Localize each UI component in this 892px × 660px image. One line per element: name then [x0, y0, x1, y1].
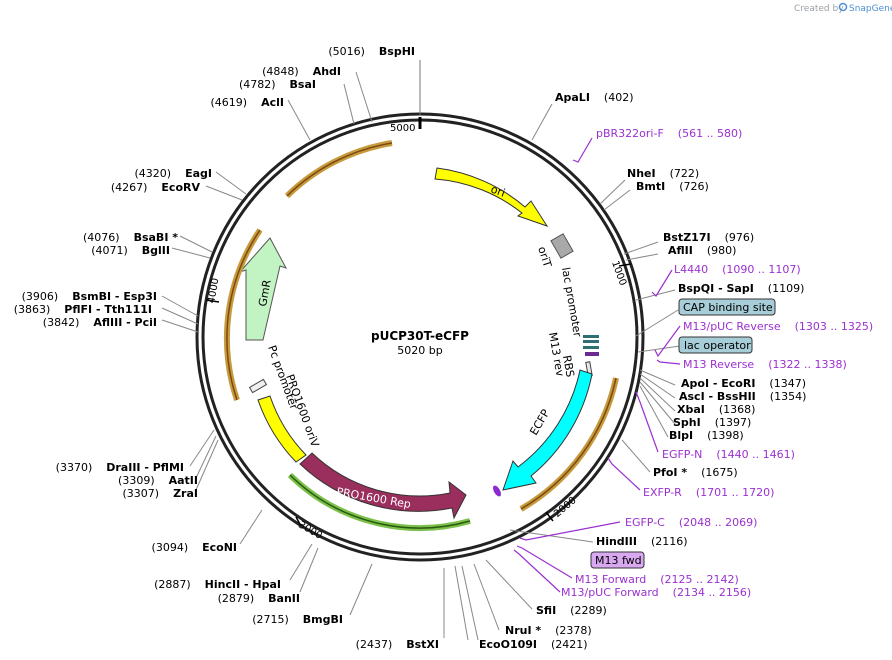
ori-arrow[interactable]: [434, 167, 549, 227]
site-ahdi[interactable]: (4848)AhdI: [262, 65, 341, 78]
snapgene-logo-icon: [838, 2, 848, 12]
site-acli[interactable]: (4619)AclI: [211, 96, 284, 109]
primer-pbr322ori-f[interactable]: pBR322ori-F(561 .. 580): [596, 127, 742, 140]
site-xbai[interactable]: XbaI(1368): [677, 403, 755, 416]
pro1600-rep-arrow[interactable]: [299, 452, 467, 520]
site-hincii-hpai[interactable]: (2887)HincII - HpaI: [154, 578, 281, 591]
site-hindiii[interactable]: HindIII(2116): [596, 535, 688, 548]
orit-box[interactable]: [550, 233, 574, 259]
site-asci-bsshii[interactable]: AscI - BssHII(1354): [679, 390, 806, 403]
site-draiii-pflmi[interactable]: (3370)DraIII - PflMI: [56, 461, 184, 474]
primer-m13-puc-forward[interactable]: M13/pUC Forward(2134 .. 2156): [561, 586, 751, 599]
site-bmti[interactable]: BmtI(726): [636, 180, 709, 193]
plasmid-name: pUCP30T-eCFP: [371, 329, 469, 343]
cap-site-mark[interactable]: [583, 340, 599, 343]
site-zrai[interactable]: (3307)ZraI: [123, 487, 199, 500]
m13-fwd-label: M13 fwd: [595, 554, 642, 567]
cap-binding-site-box[interactable]: [678, 298, 776, 316]
site-bsmbi-esp3i[interactable]: (3906)BsmBI - Esp3I: [22, 290, 157, 303]
site-bglii[interactable]: (4071)BglII: [91, 244, 170, 257]
site-nhei[interactable]: NheI(722): [627, 167, 699, 180]
site-apali[interactable]: ApaLI(402): [555, 91, 634, 104]
lac-promoter-label: lac promoter: [559, 266, 584, 338]
lac-operator-box[interactable]: [678, 336, 753, 354]
site-bspqi-sapi[interactable]: BspQI - SapI(1109): [678, 282, 804, 295]
tick-mark-4000: [205, 299, 220, 303]
ecfp-arrow[interactable]: [502, 369, 593, 491]
site-bsabi[interactable]: (4076)BsaBI *: [83, 231, 178, 244]
egfp-c-mark[interactable]: [491, 484, 502, 497]
gmr-label: GmR: [256, 278, 274, 307]
primer-egfp-n[interactable]: EGFP-N(1440 .. 1461): [662, 448, 795, 461]
credit-brand: SnapGene: [849, 4, 892, 14]
primer-marks: [513, 137, 681, 593]
orf-top-frame-core: [286, 142, 393, 197]
cap-binding-site-label: CAP binding site: [683, 301, 773, 314]
site-blpi[interactable]: BlpI(1398): [669, 429, 744, 442]
site-afliii-pcii[interactable]: (3842)AflIII - PciI: [43, 316, 157, 329]
site-econi[interactable]: (3094)EcoNI: [152, 541, 237, 554]
site-nrui[interactable]: NruI *(2378): [505, 624, 592, 637]
credit-text: Created by: [794, 4, 844, 14]
pro1600-oriv-box[interactable]: [257, 395, 307, 463]
site-bsphi[interactable]: (5016)BspHI: [328, 45, 415, 58]
ecfp-label: ECFP: [527, 407, 552, 438]
orf-right-frame[interactable]: [519, 377, 619, 512]
orf-left-frame-core: [226, 229, 261, 401]
site-sphi[interactable]: SphI(1397): [673, 416, 751, 429]
ori-label: ori: [489, 183, 507, 200]
primer-exfp-r[interactable]: EXFP-R(1701 .. 1720): [643, 486, 774, 499]
pc-promoter-mark[interactable]: [248, 378, 268, 394]
site-pfoi[interactable]: PfoI *(1675): [653, 466, 738, 479]
primer-l4440[interactable]: L4440(1090 .. 1107): [674, 263, 801, 276]
lac-operator-label: lac operator: [684, 339, 751, 352]
site-ecoo109i[interactable]: EcoO109I(2421): [479, 638, 588, 651]
tick-4000: 4000: [206, 277, 221, 304]
tick-mark-3000: [295, 516, 302, 527]
site-bstxi[interactable]: (2437)BstXI: [356, 638, 439, 651]
orf-bottom-frame-core: [289, 474, 471, 529]
site-ecorv[interactable]: (4267)EcoRV: [111, 181, 201, 194]
site-bmgbi[interactable]: (2715)BmgBI: [252, 613, 343, 626]
primer-m13-puc-reverse[interactable]: M13/pUC Reverse(1303 .. 1325): [683, 320, 873, 333]
site-banii[interactable]: (2879)BanII: [218, 592, 300, 605]
site-bstz17i[interactable]: BstZ17I(976): [663, 231, 754, 244]
site-eagi[interactable]: (4320)EagI: [135, 167, 212, 180]
orf-right-frame-core: [520, 377, 617, 510]
lac-operator-mark[interactable]: [583, 346, 599, 349]
site-sfii[interactable]: SfiI(2289): [536, 604, 607, 617]
gmr-arrow[interactable]: [238, 237, 288, 341]
orf-top-frame[interactable]: [284, 140, 393, 199]
plasmid-size: 5020 bp: [397, 344, 442, 357]
primer-egfp-c[interactable]: EGFP-C(2048 .. 2069): [625, 516, 757, 529]
primer-m13-reverse[interactable]: M13 Reverse(1322 .. 1338): [683, 358, 847, 371]
tick-5000: 5000: [390, 123, 415, 134]
lac-promoter-mark[interactable]: [583, 335, 599, 338]
tick-mark-2000: [545, 511, 554, 522]
orit-label: oriT: [535, 245, 554, 269]
site-aflii[interactable]: AflII(980): [668, 244, 736, 257]
site-pflfi-tth111i[interactable]: (3863)PflFI - Tth111I: [14, 303, 152, 316]
site-aatii[interactable]: (3309)AatII: [118, 474, 198, 487]
m13-fwd-box[interactable]: [590, 551, 645, 569]
primer-m13-forward[interactable]: M13 Forward(2125 .. 2142): [575, 573, 739, 586]
site-apoi-ecori[interactable]: ApoI - EcoRI(1347): [681, 377, 806, 390]
rbs-label: RBS: [560, 354, 577, 378]
leader-lines: [161, 71, 681, 641]
site-bsai[interactable]: (4782)BsaI: [239, 78, 316, 91]
m13-rev-mark[interactable]: [585, 352, 599, 356]
tick-mark-1000: [618, 263, 632, 267]
